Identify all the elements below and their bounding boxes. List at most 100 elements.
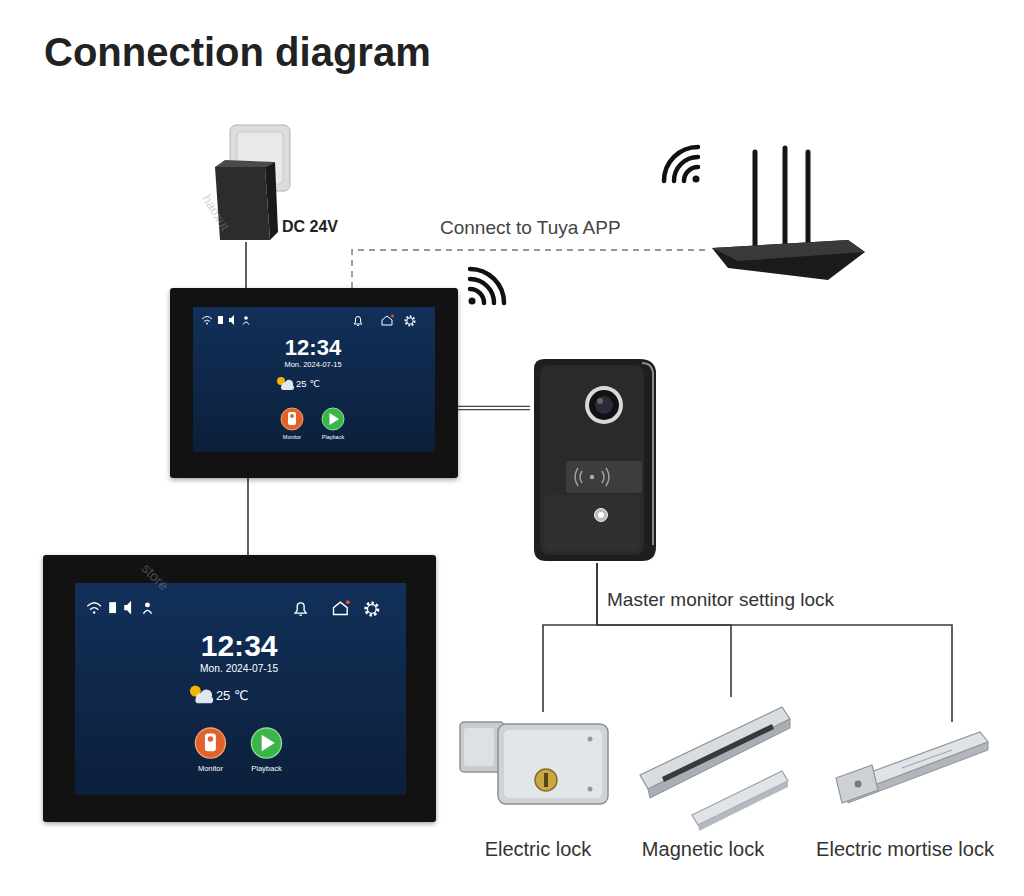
- cable: [245, 242, 247, 288]
- key-slot: [544, 773, 548, 787]
- screen-text: Monitor: [283, 435, 301, 441]
- screen-text: 25 ℃: [296, 379, 320, 389]
- user-icon-head: [145, 602, 150, 607]
- user-icon-body: [243, 322, 249, 325]
- screen-text: 25 ℃: [216, 689, 249, 702]
- user-icon-head: [244, 316, 248, 320]
- home-badge: [346, 600, 350, 604]
- playback-button: [251, 728, 281, 758]
- wifi-arc: [664, 147, 698, 181]
- gear-icon: [407, 318, 413, 324]
- router-body: [712, 240, 865, 280]
- doorbell-housing: [534, 359, 656, 561]
- wifi-arc: [470, 269, 504, 303]
- bolt-head: [855, 781, 862, 788]
- sd-icon: [109, 602, 116, 613]
- speaker-icon: [229, 315, 234, 325]
- mlock-node: Magnetic lock: [632, 697, 792, 832]
- playback-button: [322, 408, 344, 430]
- bolt-slot: [902, 750, 952, 768]
- screen-text: Mon. 2024-07-15: [200, 664, 278, 674]
- home-badge: [391, 315, 394, 318]
- screw: [588, 737, 593, 742]
- doorbell-glyph-lens: [290, 414, 294, 418]
- cloud-icon: [281, 385, 294, 390]
- camera-glint: [597, 398, 603, 404]
- edge-label: Connect to Tuya APP: [440, 217, 621, 239]
- cable-core: [458, 407, 530, 409]
- doorbell-glyph: [205, 733, 216, 751]
- indoor-monitor: 12:34Mon. 2024-07-15 25 ℃ Monitor Playback: [43, 555, 436, 822]
- wifi-icon: [87, 603, 101, 610]
- tlock-node: Electric mortise lock: [832, 722, 992, 804]
- monitor-screen: 12:34Mon. 2024-07-15 25 ℃ Monitor Playback: [75, 583, 406, 795]
- illustration: [530, 355, 658, 563]
- router-antenna: [806, 152, 811, 248]
- bell-icon: [354, 317, 362, 326]
- wifi-dot: [693, 176, 700, 183]
- magnet-strip: [662, 724, 774, 782]
- cable: [543, 563, 597, 712]
- wifi-icon-dot: [93, 611, 95, 613]
- voltage-label: DC 24V: [282, 218, 338, 236]
- router-node: [708, 140, 868, 285]
- screen-text: Playback: [322, 435, 344, 441]
- doorbell-front: [540, 365, 644, 555]
- camera-glass: [595, 396, 613, 414]
- bell-icon: [295, 603, 306, 615]
- screen-text: 12:34: [201, 631, 278, 661]
- wifi-arc: [470, 279, 494, 303]
- wifi-arc: [470, 289, 484, 303]
- call-button: [595, 509, 608, 522]
- gear-icon-teeth: [366, 603, 378, 615]
- wifi-link: [352, 250, 708, 288]
- camera-ring: [585, 386, 623, 424]
- rfid-icon: [575, 468, 609, 486]
- lock-name: Electric lock: [485, 838, 592, 861]
- wifi-icon-dot: [206, 323, 208, 325]
- magnet-top: [640, 707, 790, 789]
- cable: [597, 563, 952, 722]
- monitor-screen: 12:34Mon. 2024-07-1525 ℃MonitorPlayback: [193, 307, 435, 452]
- home-icon: [334, 602, 348, 614]
- bolt-body: [838, 732, 988, 796]
- user-icon-body: [143, 610, 151, 613]
- bus-label: Master monitor setting lock: [607, 589, 834, 611]
- doorbell-glyph-lens: [208, 736, 213, 741]
- rfid-panel: [566, 461, 642, 493]
- lock-name: Electric mortise lock: [816, 838, 994, 861]
- adapter-top: [215, 160, 275, 167]
- key-cylinder: [535, 769, 557, 791]
- elock-node: Electric lock: [458, 712, 612, 808]
- sd-icon: [218, 316, 223, 324]
- doorbell-glyph: [288, 412, 296, 425]
- wifi-icon: [202, 317, 212, 322]
- cable: [458, 406, 530, 411]
- screen-text: Playback: [251, 765, 282, 773]
- monitor-button: [195, 728, 225, 758]
- face-plate: [836, 765, 878, 803]
- gear-icon: [367, 605, 376, 614]
- cloud-icon: [195, 697, 213, 704]
- router-top: [712, 240, 865, 261]
- door-node: [530, 355, 658, 563]
- router-antenna: [783, 148, 788, 244]
- armature-side: [698, 781, 788, 831]
- screw: [588, 787, 593, 792]
- cable: [247, 478, 249, 555]
- wifi-dot: [469, 298, 476, 305]
- screen-text: Mon. 2024-07-15: [284, 361, 341, 369]
- wifi-arc: [684, 167, 698, 181]
- play-glyph: [262, 735, 275, 751]
- illustration: [832, 722, 992, 804]
- lock-name: Magnetic lock: [642, 838, 764, 861]
- armature-top: [692, 771, 788, 825]
- wifi-symbol: [664, 147, 698, 181]
- gear-icon-teeth: [406, 317, 415, 326]
- screen-text: Monitor: [198, 765, 223, 773]
- doorbell-lower: [544, 495, 640, 551]
- illustration: [458, 712, 612, 808]
- speaker-icon: [124, 601, 131, 615]
- latch-face: [464, 728, 494, 766]
